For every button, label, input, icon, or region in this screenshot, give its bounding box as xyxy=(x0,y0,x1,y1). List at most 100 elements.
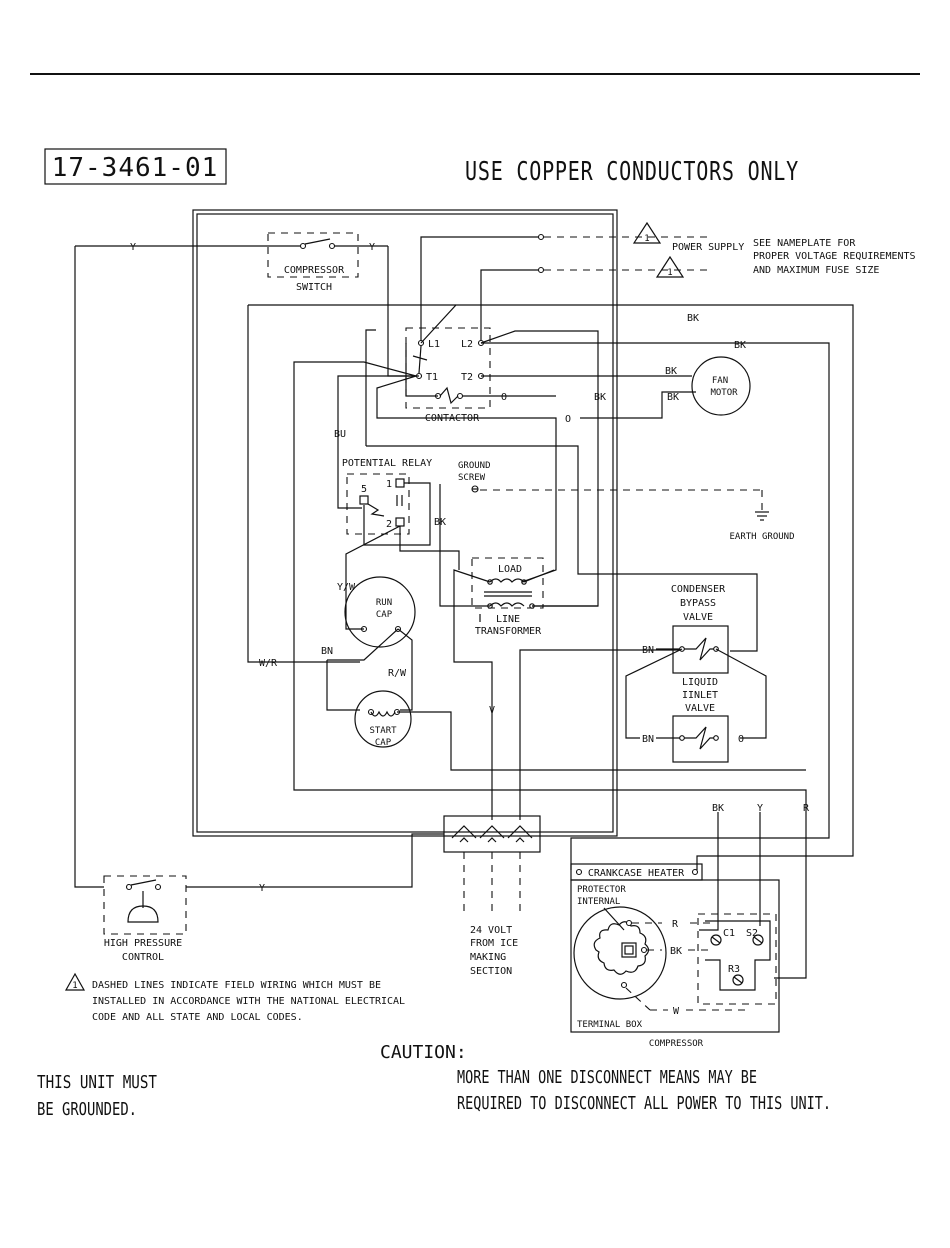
svg-text:O: O xyxy=(565,414,571,425)
svg-text:PROTECTOR: PROTECTOR xyxy=(577,885,626,895)
potential-relay-box xyxy=(346,473,410,535)
svg-text:SCREW: SCREW xyxy=(458,473,486,483)
svg-text:O: O xyxy=(738,734,744,745)
svg-text:W/R: W/R xyxy=(259,658,278,669)
svg-text:W: W xyxy=(673,1006,680,1017)
svg-text:START: START xyxy=(369,726,397,736)
svg-text:VALVE: VALVE xyxy=(683,612,713,623)
liquid-inlet-valve xyxy=(672,715,729,763)
wire-label-y: Y xyxy=(369,242,375,253)
svg-text:IINLET: IINLET xyxy=(682,690,718,701)
svg-text:R/W: R/W xyxy=(388,668,407,679)
fan-motor xyxy=(691,356,751,416)
svg-text:Y: Y xyxy=(757,803,763,814)
svg-text:INTERNAL: INTERNAL xyxy=(577,897,620,907)
svg-text:BN: BN xyxy=(642,734,654,745)
svg-text:GROUND: GROUND xyxy=(458,461,491,471)
control-box-inner xyxy=(196,213,614,833)
caution-text: MORE THAN ONE DISCONNECT MEANS MAY BE xyxy=(457,1067,757,1088)
part-number-box xyxy=(44,148,227,185)
svg-text:T1: T1 xyxy=(426,372,438,383)
svg-text:CRANKCASE HEATER: CRANKCASE HEATER xyxy=(588,868,685,879)
svg-text:BK: BK xyxy=(712,803,724,814)
svg-text:L1: L1 xyxy=(428,339,440,350)
terminal-icon xyxy=(451,825,477,843)
svg-text:MAKING: MAKING xyxy=(470,952,506,963)
svg-text:FROM ICE: FROM ICE xyxy=(470,938,518,949)
warning-triangle-icon xyxy=(655,255,685,278)
svg-text:TERMINAL BOX: TERMINAL BOX xyxy=(577,1020,643,1030)
compressor-switch-label: COMPRESSOR xyxy=(284,265,345,276)
svg-text:BK: BK xyxy=(670,946,682,957)
compressor-terminal-block xyxy=(697,913,777,1005)
field-wiring-note: INSTALLED IN ACCORDANCE WITH THE NATIONA… xyxy=(92,996,405,1007)
run-cap xyxy=(344,576,416,648)
compressor-motor xyxy=(573,906,667,1000)
caution-text: REQUIRED TO DISCONNECT ALL POWER TO THIS… xyxy=(457,1093,831,1114)
svg-text:T2: T2 xyxy=(461,372,473,383)
caution-title: CAUTION: xyxy=(380,1042,467,1063)
svg-text:VALVE: VALVE xyxy=(685,703,715,714)
svg-text:Y: Y xyxy=(259,883,265,894)
part-number: 17-3461-01 xyxy=(52,153,219,183)
svg-text:1: 1 xyxy=(644,234,649,244)
terminal-strip xyxy=(443,815,541,853)
svg-text:C1: C1 xyxy=(723,928,735,939)
svg-text:BK: BK xyxy=(734,340,746,351)
potential-relay-label: POTENTIAL RELAY xyxy=(342,458,432,469)
motor-winding-icon xyxy=(593,921,650,975)
svg-text:5: 5 xyxy=(361,484,367,495)
svg-text:O: O xyxy=(501,392,507,403)
svg-text:LIQUID: LIQUID xyxy=(682,677,718,688)
svg-text:BK: BK xyxy=(667,392,679,403)
ground-note: BE GROUNDED. xyxy=(37,1099,137,1120)
svg-text:BK: BK xyxy=(594,392,606,403)
svg-text:1: 1 xyxy=(386,479,392,490)
svg-text:CONDENSER: CONDENSER xyxy=(671,584,726,595)
svg-text:1: 1 xyxy=(72,981,77,991)
svg-text:BN: BN xyxy=(321,646,333,657)
svg-text:HIGH PRESSURE: HIGH PRESSURE xyxy=(104,938,182,949)
svg-text:COMPRESSOR: COMPRESSOR xyxy=(649,1039,704,1049)
svg-text:BK: BK xyxy=(665,366,677,377)
high-pressure-control-box xyxy=(103,875,187,935)
nameplate-note: PROPER VOLTAGE REQUIREMENTS xyxy=(753,251,916,262)
svg-text:CONTROL: CONTROL xyxy=(122,952,164,963)
earth-ground-label: EARTH GROUND xyxy=(729,532,794,542)
contactor-coil-icon xyxy=(439,386,459,405)
terminal-box xyxy=(570,879,780,1033)
wire-label-y: Y xyxy=(130,242,136,253)
svg-text:R: R xyxy=(803,803,810,814)
svg-text:CAP: CAP xyxy=(375,738,392,748)
transformer-box xyxy=(471,557,544,609)
svg-text:2: 2 xyxy=(386,519,392,530)
warning-triangle-icon xyxy=(64,972,86,991)
nameplate-note: SEE NAMEPLATE FOR xyxy=(753,238,856,249)
svg-text:BU: BU xyxy=(334,429,346,440)
terminal-icon xyxy=(507,825,533,843)
svg-text:L2: L2 xyxy=(461,339,473,350)
compressor-switch-box xyxy=(267,232,359,278)
svg-text:FAN: FAN xyxy=(712,376,728,386)
terminal-icon xyxy=(479,825,505,843)
control-box-outer xyxy=(192,209,618,837)
start-cap xyxy=(354,690,412,748)
svg-text:R3: R3 xyxy=(728,964,740,975)
svg-text:LOAD: LOAD xyxy=(498,564,522,575)
compressor-switch-label: SWITCH xyxy=(296,282,332,293)
ground-note: THIS UNIT MUST xyxy=(37,1072,157,1093)
svg-text:LINE: LINE xyxy=(496,614,520,625)
svg-text:1: 1 xyxy=(667,268,672,278)
svg-text:TRANSFORMER: TRANSFORMER xyxy=(475,626,542,637)
svg-text:V: V xyxy=(489,705,495,716)
field-wiring-note: CODE AND ALL STATE AND LOCAL CODES. xyxy=(92,1012,303,1023)
header-note: USE COPPER CONDUCTORS ONLY xyxy=(465,157,799,187)
svg-text:BN: BN xyxy=(642,645,654,656)
svg-text:S2: S2 xyxy=(746,928,758,939)
svg-text:CAP: CAP xyxy=(376,610,393,620)
pressure-bellows-icon xyxy=(127,905,159,923)
svg-text:BK: BK xyxy=(687,313,699,324)
svg-text:BYPASS: BYPASS xyxy=(680,598,716,609)
svg-text:Y/W: Y/W xyxy=(337,582,356,593)
